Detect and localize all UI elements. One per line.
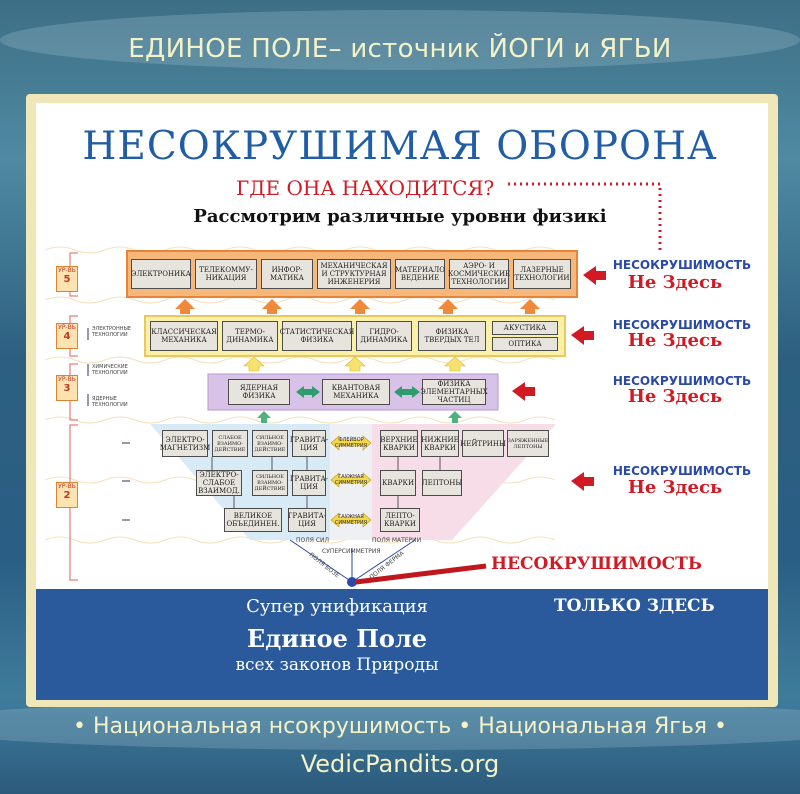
box-electroweak: ЭЛЕКТРО-СЛАБОЕ ВЗАИМОД.	[196, 470, 242, 496]
box-grand-unification: ВЕЛИКОЕ ОБЪЕДИНЕН.	[224, 508, 282, 532]
box-charged-leptons: ЗАРЯЖЕННЫЕ ЛЕПТОНЫ	[507, 430, 549, 457]
level-badge-label: УР-ВЬ	[58, 267, 76, 274]
level-badge-number: 4	[63, 331, 71, 342]
all-laws-text: всех законов Природы	[235, 655, 439, 675]
side-label-nuclear: ЯДЕРНЫЕ ТЕХНОЛОГИИ	[92, 396, 128, 408]
right-label-bottom-3: Не Здесь	[627, 386, 723, 407]
field-matter-label: ПОЛЯ МАТЕРИИ	[372, 537, 422, 544]
symmetry-label-gauge: ГАУЖНАЯ СИММЕТРИЯ	[334, 474, 368, 486]
dotted-pointer	[508, 182, 662, 250]
box-aerospace: АЭРО- И КОСМИЧЕСКИЕ ТЕХНОЛОГИИ	[448, 259, 510, 289]
diagram-title: НЕСОКРУШИМАЯ ОБОРОНА	[82, 124, 718, 169]
arrows-2-3	[257, 411, 462, 423]
wave-decoration	[0, 700, 800, 750]
box-leptons: ЛЕПТОНЫ	[422, 470, 462, 496]
footer-line: • Национальная нсокрушимость • Националь…	[72, 714, 727, 739]
double-arrows-3	[296, 386, 420, 398]
only-here-text: ТОЛЬКО ЗДЕСЬ	[554, 596, 715, 616]
box-classical-mechanics: КЛАССИЧЕСКАЯ МЕХАНИКА	[150, 321, 218, 351]
level-badge-number: 2	[63, 490, 71, 501]
diagram-subtitle: Рассмотрим различные уровни физикі	[193, 206, 607, 227]
box-leptoquarks: ЛЕПТО-КВАРКИ	[380, 508, 420, 532]
box-particle-physics: ФИЗИКА ЭЛЕМЕНТАРНЫХ ЧАСТИЦ	[420, 379, 488, 405]
box-weak-force: СЛАБОЕ ВЗАИМО-ДЕЙСТВИЕ	[212, 430, 248, 457]
box-electronics: ЭЛЕКТРОНИКА	[131, 259, 191, 289]
box-materials: МАТЕРИАЛО ВЕДЕНИЕ	[395, 259, 445, 289]
side-label-chemical: ХИМИЧЕСКИЕ ТЕХНОЛОГИИ	[92, 364, 128, 376]
level2-connectors	[211, 457, 441, 508]
box-gravity-top: ГРАВИТА-ЦИЯ	[290, 430, 328, 457]
box-up-quarks: ВЕРХНИЕ КВАРКИ	[380, 430, 418, 457]
box-statistical-physics: СТАТИСТИЧЕСКАЯ ФИЗИКА	[280, 321, 354, 351]
box-optics: ОПТИКА	[492, 337, 558, 351]
box-acoustics: АКУСТИКА	[492, 321, 558, 335]
box-lasers: ЛАЗЕРНЫЕ ТЕХНОЛОГИИ	[513, 259, 571, 289]
diagram-question: ГДЕ ОНА НАХОДИТСЯ?	[236, 176, 495, 200]
right-label-top-3: НЕСОКРУШИМОСТЬ	[612, 374, 752, 388]
box-neutrinos: НЕЙТРИНЫ	[460, 430, 506, 457]
right-label-bottom-2: Не Здесь	[627, 477, 723, 498]
symmetry-arrows	[330, 435, 372, 528]
box-hydrodynamics: ГИДРО-ДИНАМИКА	[356, 321, 412, 351]
footer-url[interactable]: VedicPandits.org	[300, 750, 500, 778]
root-lines	[289, 539, 416, 583]
unified-field-text: Единое Поле	[246, 624, 428, 653]
right-label-top-4: НЕСОКРУШИМОСТЬ	[612, 318, 752, 332]
side-label-electronic: ЭЛЕКТРОННЫЕ ТЕХНОЛОГИИ	[92, 326, 132, 338]
box-thermodynamics: ТЕРМО-ДИНАМИКА	[222, 321, 278, 351]
right-red-arrows	[512, 266, 606, 491]
right-label-top-2: НЕСОКРУШИМОСТЬ	[612, 464, 752, 478]
box-informatics: ИНФОР-МАТИКА	[261, 259, 313, 289]
left-small-arrows	[87, 328, 130, 521]
symmetry-label-flavor: ФЛЕЙВОР СИММЕТРИЯ	[334, 437, 368, 449]
right-label-bottom-5: Не Здесь	[627, 272, 723, 293]
box-nuclear-physics: ЯДЕРНАЯ ФИЗИКА	[228, 379, 290, 405]
box-mech-engineering: МЕХАНИЧЕСКАЯ И СТРУКТУРНАЯ ИНЖЕНЕРИЯ	[317, 259, 391, 289]
box-strong-force: СИЛЬНОЕ ВЗАИМО-ДЕЙСТВИЕ	[252, 430, 288, 457]
level-badge-label: УР-ВЬ	[58, 483, 76, 490]
invincibility-label: НЕСОКРУШИМОСТЬ	[491, 554, 702, 574]
super-unification-text: Супер унификация	[246, 596, 428, 617]
box-electromagnetism: ЭЛЕКТРО-МАГНЕТИЗМ	[160, 430, 210, 457]
unified-field-panel	[36, 589, 768, 700]
box-strong-force-mid: СИЛЬНОЕ ВЗАИМО-ДЕЙСТВИЕ	[252, 470, 288, 496]
level-badge-label: УР-ВЬ	[58, 376, 76, 383]
level-brackets	[69, 252, 78, 581]
root-node	[347, 577, 357, 587]
right-label-top-5: НЕСОКРУШИМОСТЬ	[612, 258, 752, 272]
right-label-bottom-4: Не Здесь	[627, 330, 723, 351]
level-badge-number: 3	[63, 383, 71, 394]
arrows-3-4	[243, 356, 466, 372]
box-solid-state: ФИЗИКА ТВЕРДЫХ ТЕЛ	[418, 321, 486, 351]
header-title: ЕДИНОЕ ПОЛЕ– источник ЙОГИ и ЯГЬИ	[128, 34, 672, 64]
supersymmetry-label: СУПЕРСИММЕТРИЯ	[322, 548, 381, 555]
wave-decoration	[0, 10, 800, 70]
box-quantum-mechanics: КВАНТОВАЯ МЕХАНИКА	[322, 379, 390, 405]
box-telecom: ТЕЛЕКОММУ-НИКАЦИЯ	[195, 259, 257, 289]
box-down-quarks: НИЖНИЕ КВАРКИ	[421, 430, 459, 457]
box-gravity-mid: ГРАВИТА-ЦИЯ	[290, 470, 328, 496]
box-gravity-bot: ГРАВИТА-ЦИЯ	[288, 508, 326, 532]
invincibility-pointer	[355, 563, 487, 585]
level-badge-label: УР-ВЬ	[58, 324, 76, 331]
box-quarks: КВАРКИ	[380, 470, 416, 496]
level-badge-number: 5	[63, 274, 71, 285]
arrows-4-5	[175, 299, 540, 314]
field-forces-label: ПОЛЯ СИЛ	[296, 537, 330, 544]
symmetry-label-gauge: ГАУЖНАЯ СИММЕТРИЯ	[334, 514, 368, 526]
